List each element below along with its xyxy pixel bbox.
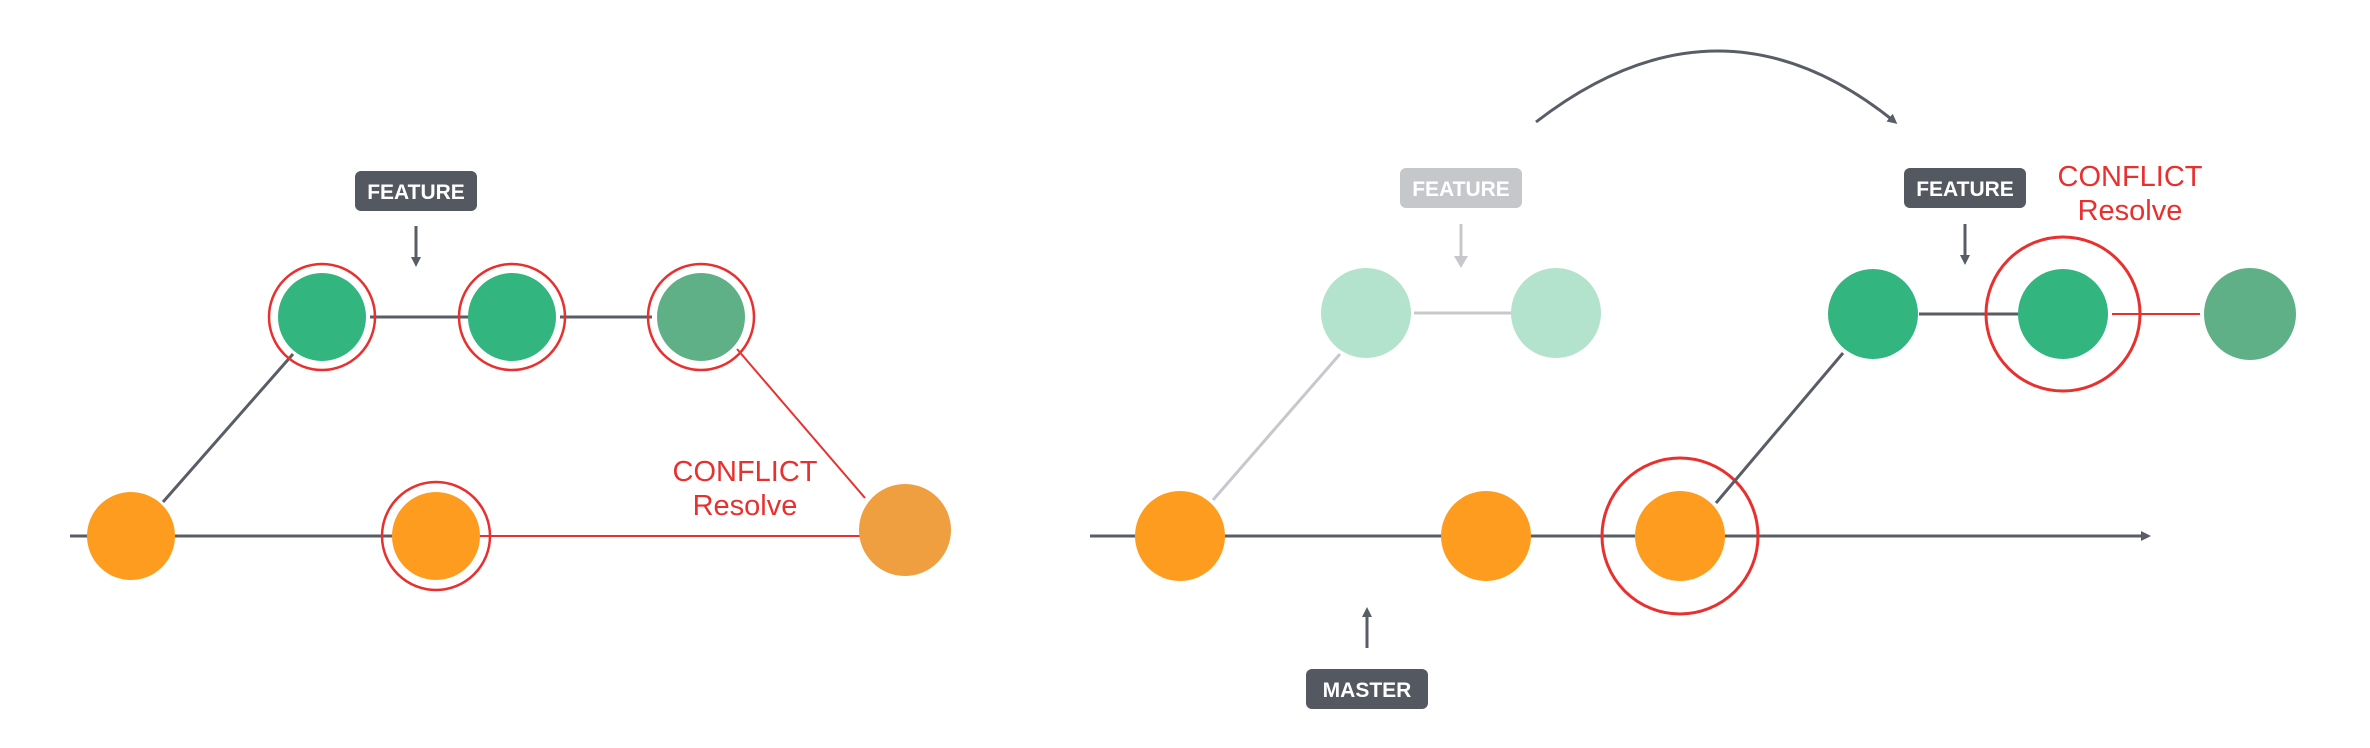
left-resolve-label: Resolve [693,490,798,522]
right-resolve-label: Resolve [2078,195,2183,227]
right-conflict-label: CONFLICT [2058,161,2203,193]
left-branch-line [161,353,295,503]
right-feature-tag-label: FEATURE [1916,178,2014,201]
left-conflict-ring-feature-1 [267,262,377,372]
right-conflict-ring-master-3 [1600,456,1760,616]
right-conflict-ring-feature-2 [1984,235,2142,393]
left-feature-commit-2 [468,273,556,361]
right-faded-feature-commit-1 [1321,268,1411,358]
right-feature-commit-1 [1828,269,1918,359]
left-feature-commit-3 [657,273,745,361]
right-feature-commit-3 [2204,268,2296,360]
left-feature-tag-label: FEATURE [367,181,465,204]
left-merge-commit [859,484,951,576]
left-feature-tag [355,171,477,211]
right-faded-feature-tag-label: FEATURE [1412,178,1510,201]
right-master-tag-label: MASTER [1323,679,1412,702]
left-conflict-ring-master-2 [380,480,492,592]
right-feature-commit-2 [2018,269,2108,359]
right-master-tag [1306,669,1428,709]
rebase-curve-arrow [1535,49,1898,124]
left-conflict-label: CONFLICT [673,456,818,488]
left-master-commit-2 [392,492,480,580]
right-master-commit-2 [1441,491,1531,581]
right-faded-feature-tag [1400,168,1522,208]
left-master-commit-1 [87,492,175,580]
left-conflict-merge-line [736,348,866,499]
right-faded-branch-line [1211,353,1342,501]
right-faded-arrowhead [1454,256,1468,268]
right-master-commit-3 [1635,491,1725,581]
right-feature-tag [1904,168,2026,208]
right-diagram: FEATURE FEATURE CONFLICT Resolve MASTER [1090,49,2296,709]
left-diagram: FEATURE CONFLICT Resolve [70,171,951,592]
left-conflict-ring-feature-2 [457,262,567,372]
right-master-commit-1 [1135,491,1225,581]
left-feature-commit-1 [278,273,366,361]
right-faded-feature-commit-2 [1511,268,1601,358]
right-rebased-branch-line [1714,352,1845,504]
left-conflict-ring-feature-3 [646,262,756,372]
